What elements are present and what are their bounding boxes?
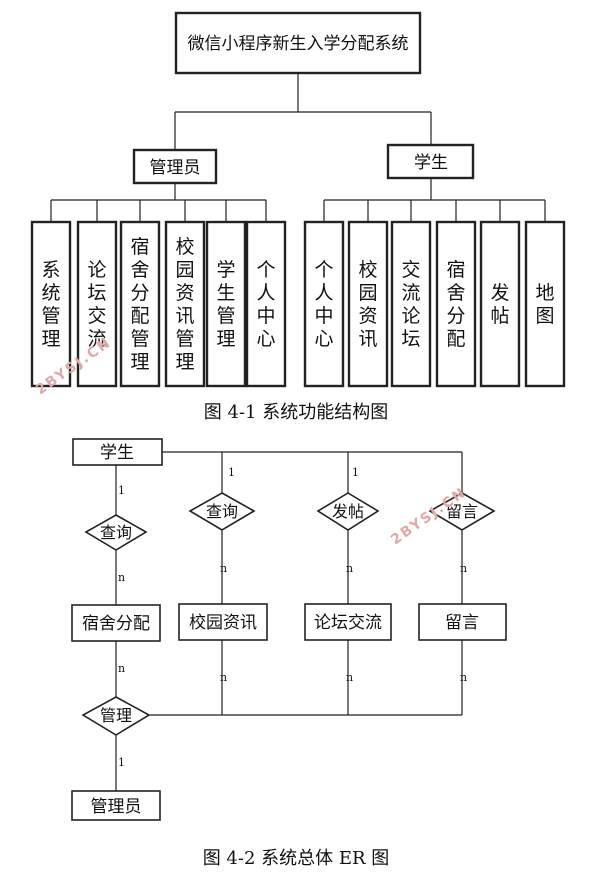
leaf-box-student-1 xyxy=(347,220,389,388)
relation-query-news xyxy=(188,492,256,531)
leaf-box-student-0 xyxy=(303,220,345,388)
entity-campus-news xyxy=(178,603,268,641)
figure2-caption: 图 4-2 系统总体 ER 图 xyxy=(203,848,390,869)
leaf-box-student-5 xyxy=(524,220,566,388)
relation-manage-label: 管理 xyxy=(100,706,132,725)
leaf-box-student-3 xyxy=(435,220,477,388)
group-student-label: 学生 xyxy=(414,153,448,173)
group-admin-label: 管理员 xyxy=(150,158,201,178)
entity-campus-news-label: 校园资讯 xyxy=(189,613,257,633)
leaf-box-admin-4 xyxy=(205,220,247,388)
relation-query-news-label: 查询 xyxy=(206,502,238,521)
leaf-label-admin-1: 论坛交流 xyxy=(87,259,106,350)
leaf-label-student-0: 个人中心 xyxy=(314,259,333,350)
leaf-box-admin-1 xyxy=(76,220,118,388)
leaf-label-student-2: 交流论坛 xyxy=(401,259,420,350)
function-structure-diagram: 微信小程序新生入学分配系统 管理员 学生 系统管理 论坛交流 宿舍分配管理 校园资讯管… xyxy=(30,11,566,423)
card-student-post: 1 xyxy=(352,466,359,479)
card-news-manage: n xyxy=(220,671,227,684)
root-label: 微信小程序新生入学分配系统 xyxy=(188,34,409,54)
relation-post xyxy=(316,492,380,531)
entity-dorm-allocation-label: 宿舍分配 xyxy=(82,614,150,634)
leaf-label-student-4: 发帖 xyxy=(490,282,509,327)
entity-student-label: 学生 xyxy=(100,443,134,463)
entity-forum xyxy=(304,603,392,641)
leaf-box-student-2 xyxy=(390,220,432,388)
root-node xyxy=(174,11,422,75)
leaf-label-admin-5: 个人中心 xyxy=(256,259,275,350)
entity-message xyxy=(418,603,507,641)
leaf-label-admin-3: 校园资讯管理 xyxy=(175,236,194,373)
entity-message-label: 留言 xyxy=(445,613,479,633)
group-student xyxy=(386,143,475,180)
leaf-label-admin-4: 学生管理 xyxy=(216,259,235,350)
leaf-label-admin-0: 系统管理 xyxy=(41,259,60,350)
relation-message xyxy=(428,492,496,531)
entity-admin xyxy=(71,790,161,821)
leaf-box-admin-2 xyxy=(119,220,161,388)
relation-query-dorm xyxy=(84,514,148,551)
leaf-label-student-3: 宿舍分配 xyxy=(446,259,465,350)
leaf-box-admin-0 xyxy=(30,220,72,388)
card-forum-manage: n xyxy=(346,671,353,684)
leaf-label-student-1: 校园资讯 xyxy=(358,259,377,350)
card-message-entity: n xyxy=(460,562,467,575)
entity-forum-label: 论坛交流 xyxy=(314,613,382,633)
er-diagram: 学生 查询 查询 发帖 留言 宿舍分配 校园资讯 论坛交流 留言 管理 管理员 … xyxy=(71,438,507,869)
relation-manage xyxy=(81,696,151,736)
card-student-query-dorm: 1 xyxy=(118,484,125,497)
leaf-box-admin-3 xyxy=(164,220,206,388)
card-student-query-news: 1 xyxy=(228,466,235,479)
figure1-caption: 图 4-1 系统功能结构图 xyxy=(204,402,388,423)
leaf-box-admin-5 xyxy=(245,220,287,388)
card-query-news-entity: n xyxy=(220,562,227,575)
leaf-box-student-4 xyxy=(479,220,521,388)
relation-message-label: 留言 xyxy=(446,502,478,521)
leaf-label-admin-2: 宿舍分配管理 xyxy=(130,236,149,373)
entity-admin-label: 管理员 xyxy=(91,797,142,817)
card-post-forum: n xyxy=(346,562,353,575)
card-query-dorm-entity: n xyxy=(118,571,125,584)
leaf-label-student-5: 地图 xyxy=(535,282,554,327)
card-dorm-manage: n xyxy=(118,662,125,675)
leaf-nodes: 系统管理 论坛交流 宿舍分配管理 校园资讯管理 学生管理 个人中心 个人中心 校园资讯 交流论坛… xyxy=(30,200,566,388)
card-manage-admin: 1 xyxy=(118,756,125,769)
card-message-manage: n xyxy=(460,671,467,684)
relation-post-label: 发帖 xyxy=(332,502,364,521)
entity-dorm-allocation xyxy=(71,604,161,642)
entity-student xyxy=(72,438,163,466)
relation-query-dorm-label: 查询 xyxy=(100,523,132,542)
